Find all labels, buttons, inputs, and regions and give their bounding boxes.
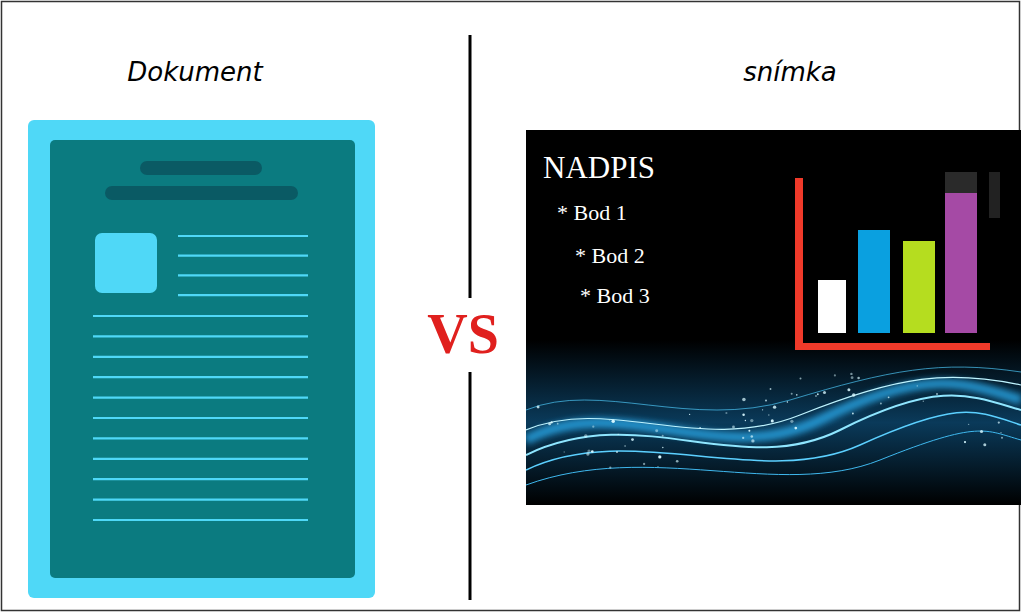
bullet-point: * Bod 2 xyxy=(575,243,645,268)
panel-heading: Dokument xyxy=(127,58,262,88)
bullet-point: * Bod 1 xyxy=(557,200,627,225)
slide-title: NADPIS xyxy=(543,150,655,186)
slide-illustration xyxy=(526,130,1021,505)
divider xyxy=(469,35,472,298)
slide-node: snímkaNADPIS * Bod 1 * Bod 2 * Bod 3 xyxy=(526,40,1021,505)
bullet-point: * Bod 3 xyxy=(580,283,650,308)
divider xyxy=(469,372,472,600)
document-icon xyxy=(28,120,375,598)
versus-label: VS xyxy=(425,302,501,366)
document-node: Dokument xyxy=(20,40,385,605)
panel-heading: snímka xyxy=(743,58,837,88)
